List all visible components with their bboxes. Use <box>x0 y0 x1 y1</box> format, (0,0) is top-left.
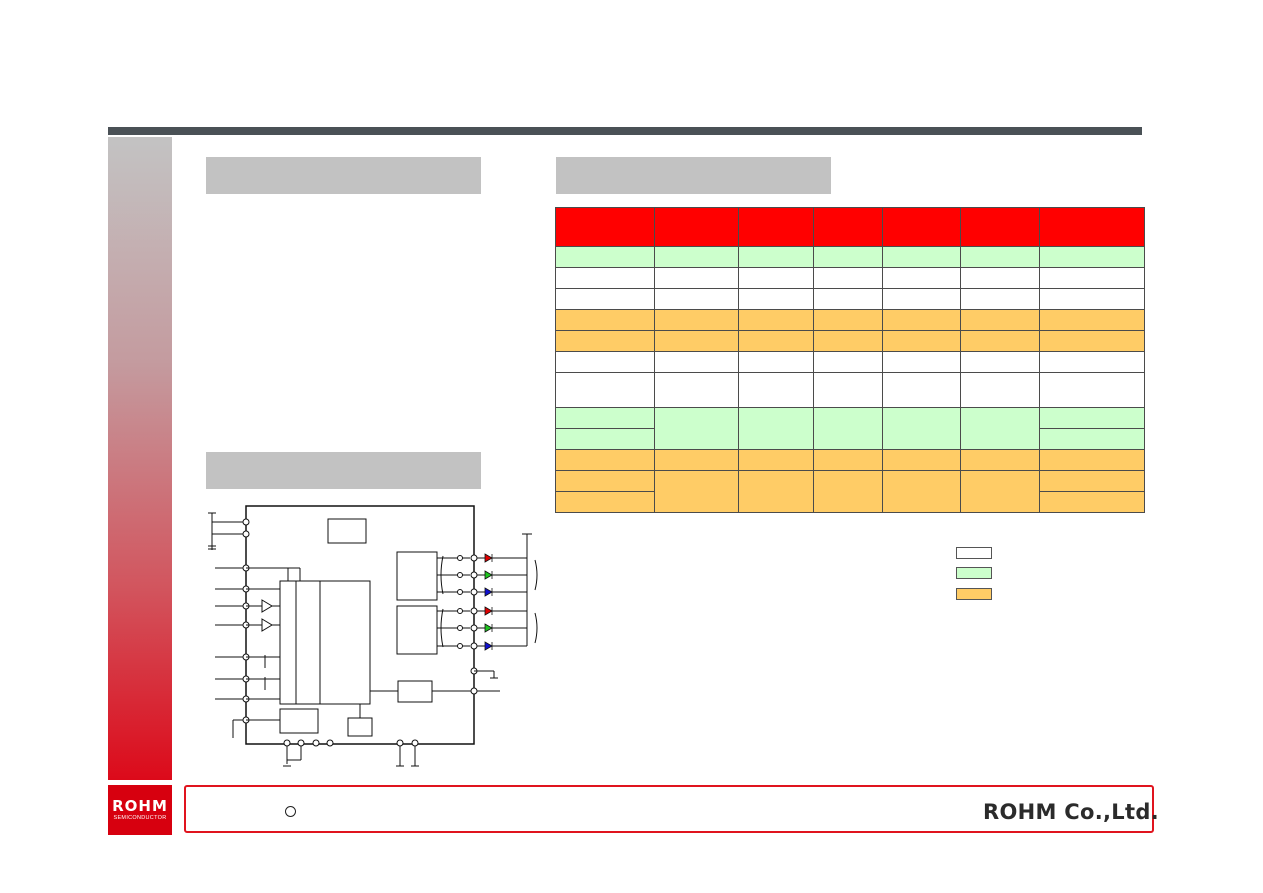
block <box>347 717 373 737</box>
footer-bar <box>184 785 1154 833</box>
logic-block <box>279 580 371 705</box>
blue-led-icon <box>484 641 493 651</box>
table-row <box>555 246 1145 268</box>
led-diodes <box>484 553 493 651</box>
bottom-pins <box>283 739 419 767</box>
legend-swatch-white <box>956 547 992 559</box>
red-led-icon <box>484 553 493 563</box>
block-diagram-heading-panel <box>206 452 481 489</box>
table-row <box>555 309 1145 331</box>
header-cell <box>654 207 739 247</box>
product-lineup-table <box>555 207 1145 513</box>
left-gradient-sidebar <box>108 137 172 780</box>
green-led-icon <box>484 570 493 580</box>
header-cell <box>813 207 883 247</box>
brace <box>440 608 444 648</box>
green-led-icon <box>484 623 493 633</box>
driver-block-2 <box>396 605 438 655</box>
table-header-row <box>555 207 1145 247</box>
header-cell <box>882 207 961 247</box>
legend-swatch-green <box>956 567 992 579</box>
table-row <box>555 407 1145 450</box>
brace <box>440 555 444 595</box>
copyright-circle-icon <box>285 806 296 817</box>
table-row <box>555 449 1145 471</box>
block <box>397 680 433 703</box>
table-row <box>555 267 1145 289</box>
table-row <box>555 470 1145 513</box>
left-pins <box>208 512 301 738</box>
brace <box>534 559 538 591</box>
brace <box>534 612 538 644</box>
rohm-semiconductor-logo[interactable]: ROHM SEMICONDUCTOR <box>108 785 172 835</box>
header-cell <box>960 207 1040 247</box>
driver-block-1 <box>396 551 438 601</box>
header-cell <box>1039 207 1145 247</box>
table-row <box>555 351 1145 373</box>
block <box>327 518 367 544</box>
blue-led-icon <box>484 587 493 597</box>
logo-subtext: SEMICONDUCTOR <box>113 815 167 821</box>
header-cell <box>555 207 655 247</box>
block-diagram <box>208 505 538 767</box>
lineup-heading-panel <box>556 157 831 194</box>
logo-text: ROHM <box>112 797 168 815</box>
legend-swatch-orange <box>956 588 992 600</box>
red-led-icon <box>484 606 493 616</box>
top-divider-bar <box>108 127 1142 135</box>
table-row <box>555 372 1145 408</box>
header-cell <box>738 207 814 247</box>
led-outputs <box>437 533 532 695</box>
company-name: ROHM Co.,Ltd. <box>983 800 1159 824</box>
table-row <box>555 330 1145 352</box>
block <box>279 708 319 734</box>
features-heading-panel <box>206 157 481 194</box>
table-row <box>555 288 1145 310</box>
